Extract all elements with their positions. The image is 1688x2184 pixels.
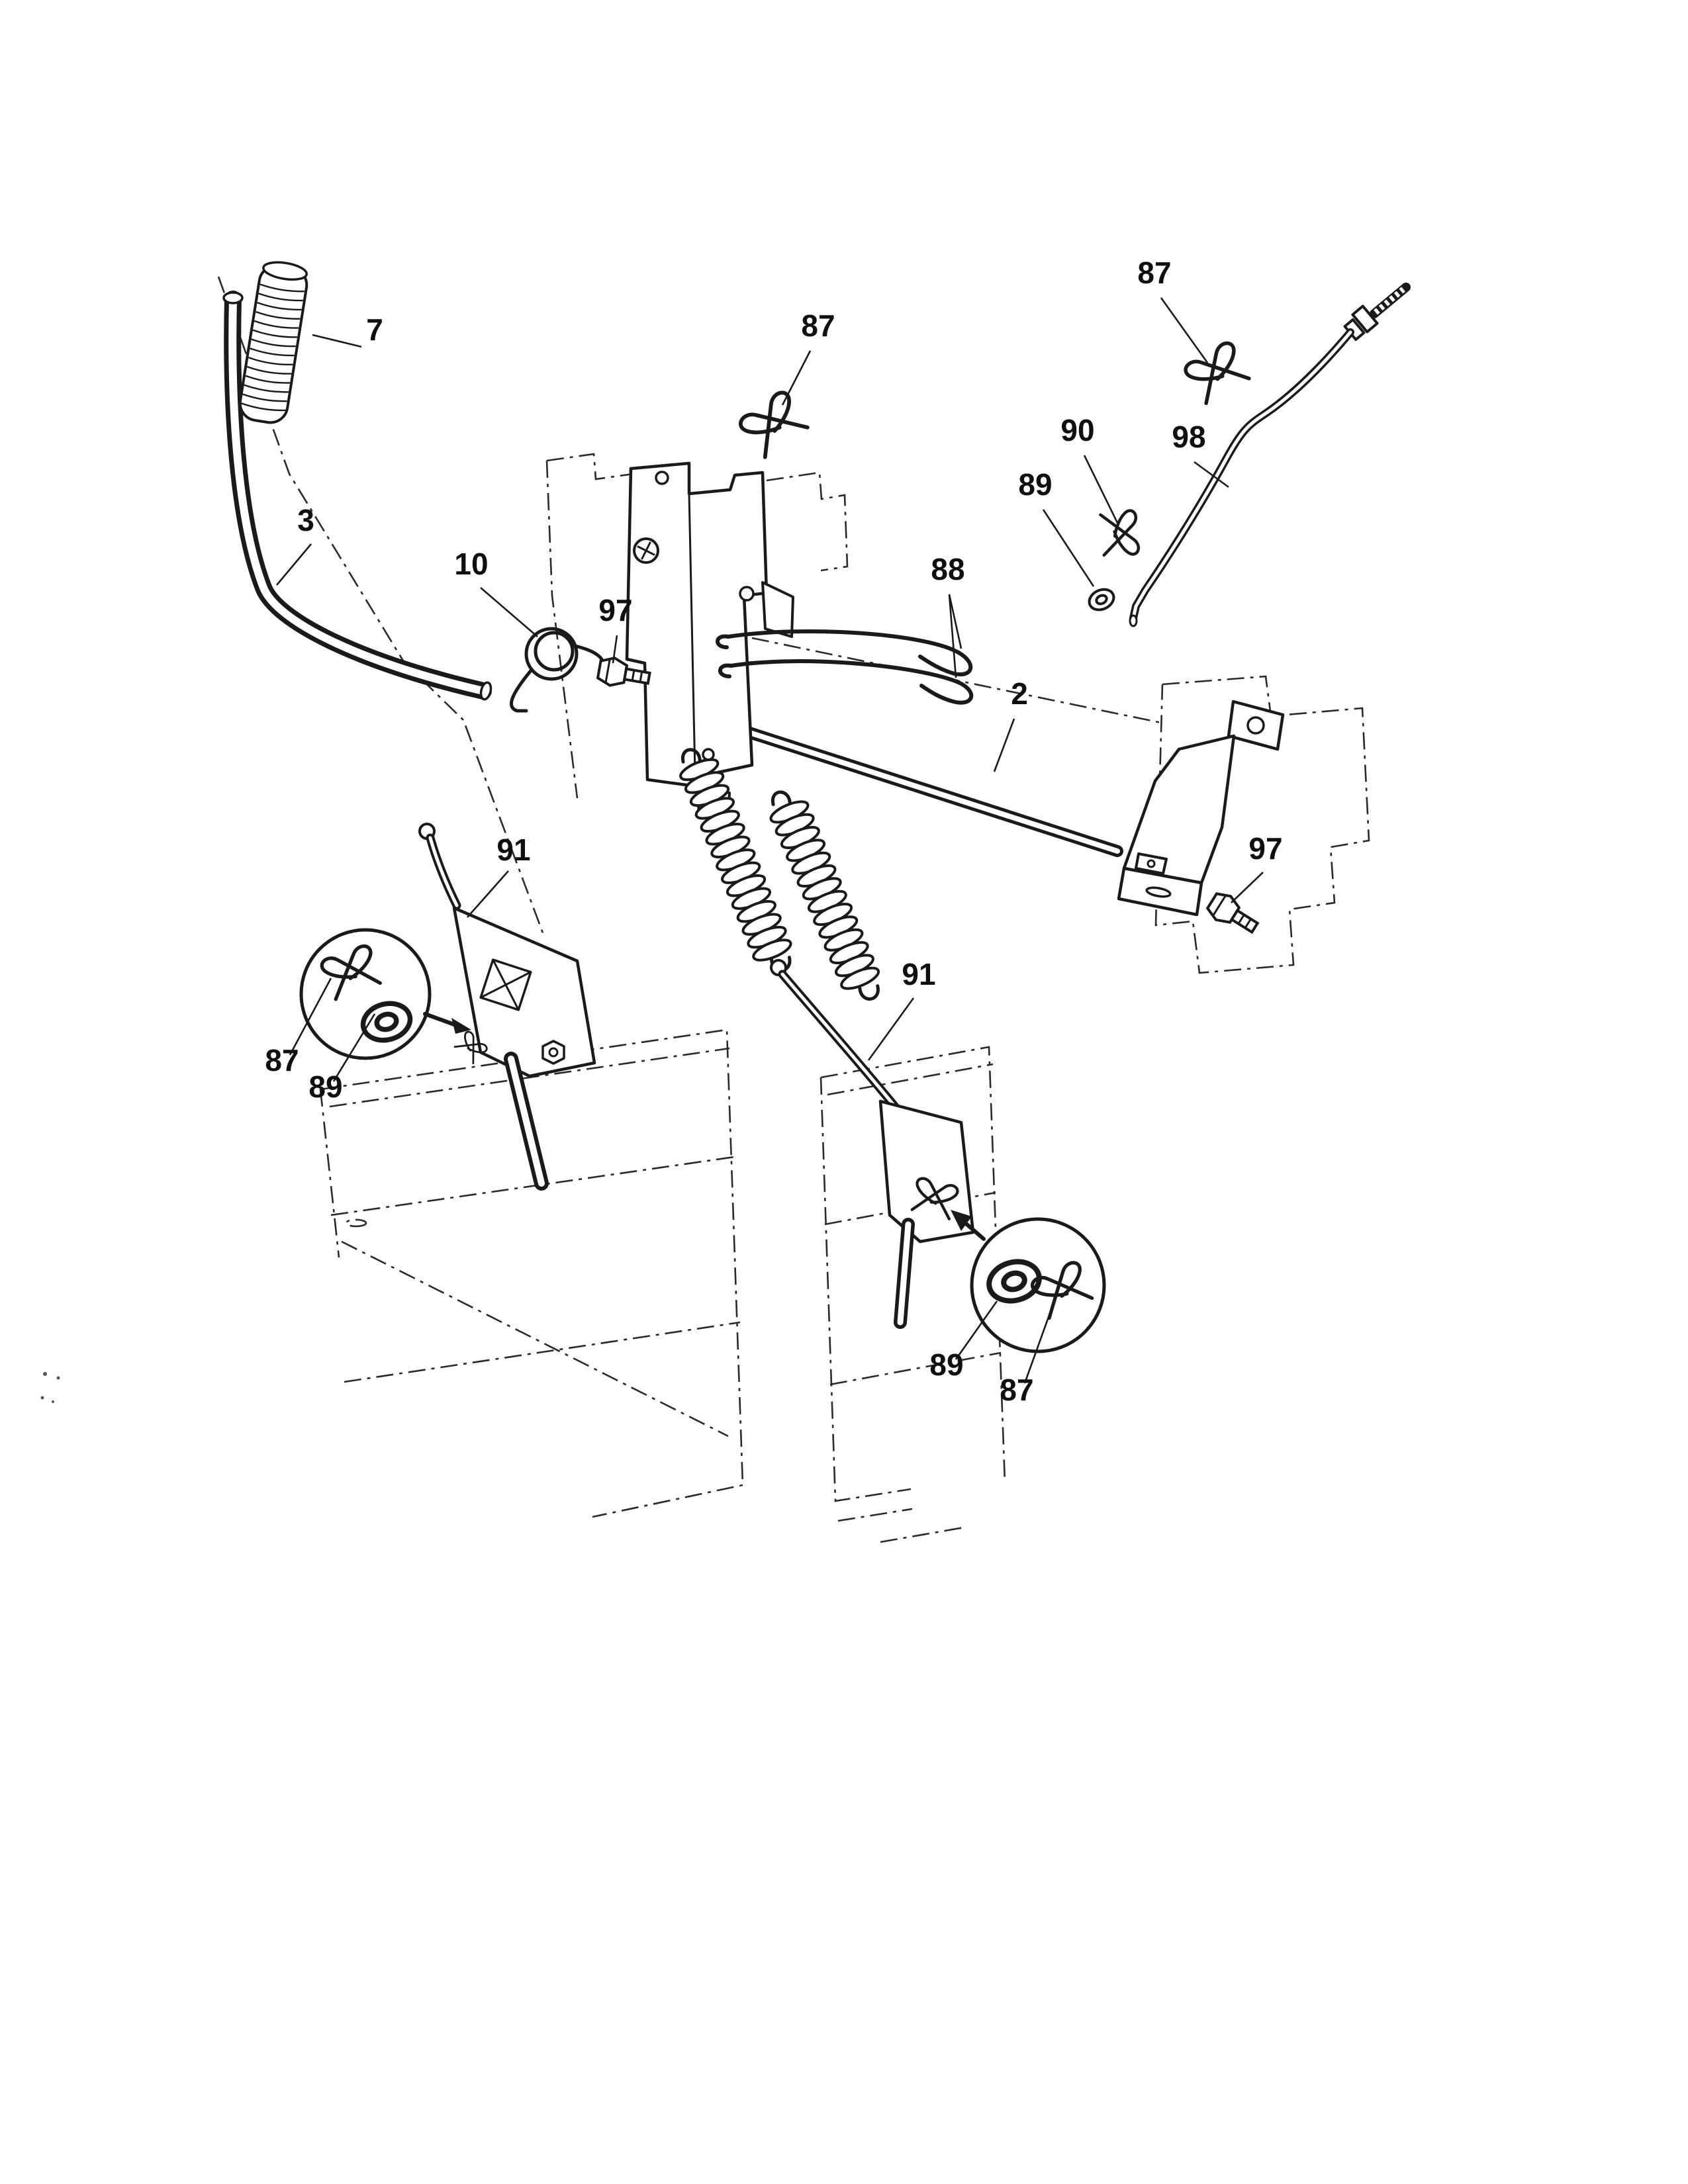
- lever-arm-left: [418, 823, 596, 1191]
- hex-bolt-right: [1203, 887, 1264, 941]
- detail-callout-left: [299, 928, 471, 1060]
- lever-nut: [541, 1040, 565, 1065]
- handle-grip: [238, 261, 308, 424]
- retainer-clip-rod: [1100, 510, 1139, 557]
- callout-2: 2: [1011, 676, 1028, 711]
- extension-spring-right: [769, 790, 880, 1001]
- print-specks: [40, 1372, 60, 1403]
- detail-callout-bottom: [951, 1210, 1106, 1353]
- lift-link-rod: [1129, 283, 1411, 627]
- callout-90: 90: [1060, 413, 1094, 447]
- torsion-spring: [510, 627, 605, 713]
- wire-links: [716, 629, 974, 705]
- extension-spring-left: [679, 748, 792, 972]
- detail-arrow: [451, 1018, 471, 1034]
- callout-3: 3: [297, 503, 314, 537]
- callout-88: 88: [931, 552, 964, 586]
- bracket-hole: [655, 471, 669, 485]
- lever-arm-center: [770, 959, 975, 1329]
- callout-98: 98: [1172, 420, 1205, 454]
- callout-89-rod: 89: [1018, 467, 1052, 502]
- callout-91-center: 91: [902, 957, 935, 991]
- bracket-hole: [702, 748, 715, 761]
- callout-91-left: 91: [496, 833, 530, 867]
- callout-87-detail-left: 87: [265, 1043, 299, 1077]
- retainer-clip-top-center: [737, 390, 809, 459]
- callout-89-detail-left: 89: [308, 1069, 342, 1104]
- callout-87-detail-bottom: 87: [1000, 1373, 1033, 1407]
- bracket-hole: [739, 586, 755, 602]
- callout-87-top-right: 87: [1137, 255, 1171, 290]
- retainer-clip-top-right: [1183, 340, 1250, 404]
- flat-washer-rod: [1086, 586, 1117, 614]
- callout-97-right: 97: [1248, 831, 1282, 866]
- leader-lines: [276, 297, 1264, 1384]
- callout-7: 7: [366, 312, 383, 347]
- bracket-screw: [633, 537, 659, 564]
- callout-87-top-center: 87: [801, 308, 835, 343]
- lift-bracket-right: [1117, 700, 1285, 917]
- callout-labels: 7 3 10 97 87 88 2 87 90 89 98 97 91 87 8…: [265, 255, 1282, 1407]
- lift-lever: [222, 291, 492, 701]
- callout-89-detail-bottom: 89: [929, 1347, 963, 1382]
- detail-arrow: [951, 1210, 972, 1231]
- callout-10: 10: [454, 547, 488, 581]
- callout-97-left: 97: [598, 593, 632, 627]
- lever-mount-hole: [479, 958, 532, 1011]
